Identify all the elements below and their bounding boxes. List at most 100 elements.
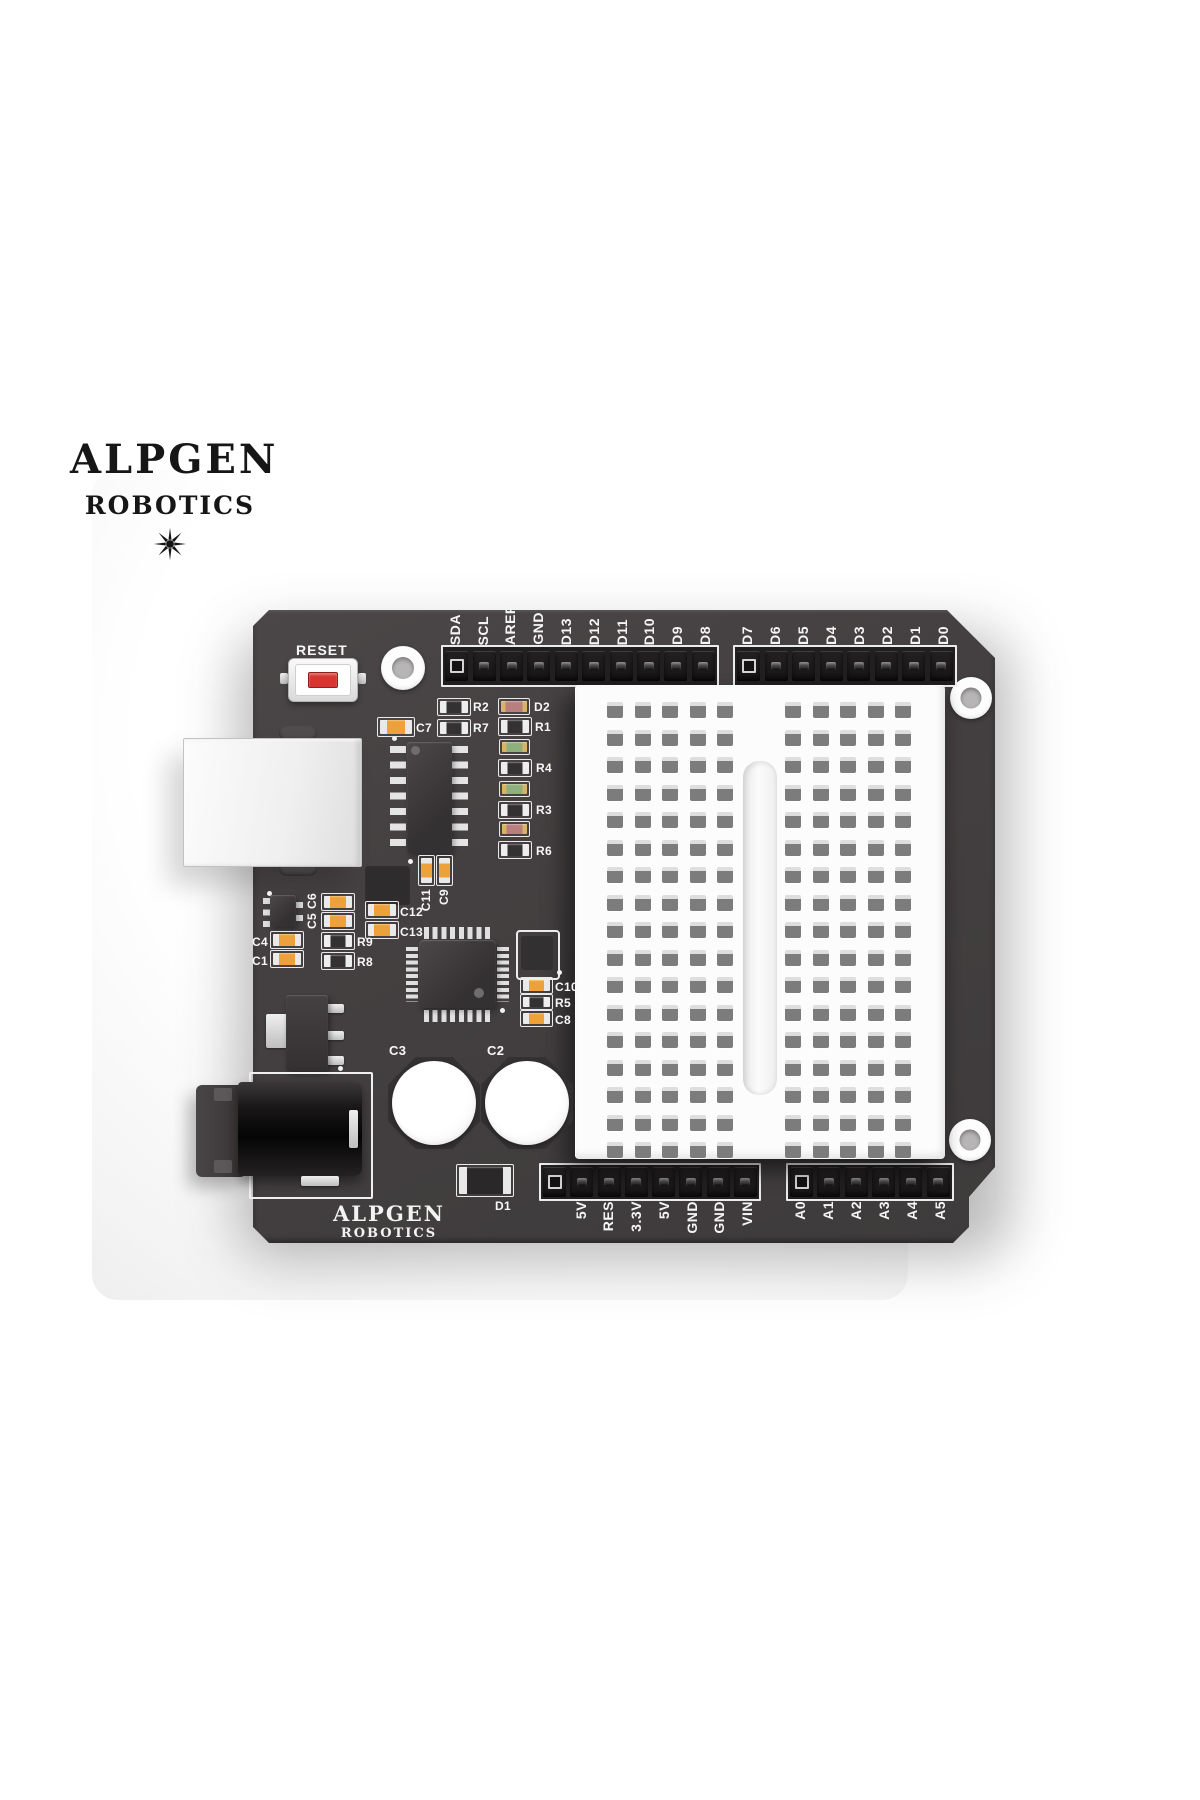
breadboard-hole [717,784,733,801]
header-pin [900,651,928,681]
header-pin-label: D8 [697,626,714,645]
breadboard-hole [895,894,911,911]
breadboard-hole [867,1114,884,1131]
sot23-ic [270,895,296,927]
header-pin [843,1167,870,1197]
header-pin [928,651,956,681]
breadboard-hole [607,1114,623,1131]
breadboard-hole [895,949,911,966]
breadboard-hole [607,812,623,828]
header-pin-label: GND [530,612,547,645]
breadboard-hole [785,839,801,856]
label-c1: C1 [252,954,268,968]
breadboard-hole [634,839,651,856]
breadboard-hole [812,922,829,938]
breadboard-hole [895,1142,911,1158]
resistor-r7 [437,719,471,737]
breadboard-hole [689,894,706,911]
header-pin-label: D13 [558,617,575,645]
breadboard-hole [689,922,706,938]
reset-button [288,658,358,702]
breadboard-hole [717,867,733,883]
barrel-jack-body [238,1082,362,1176]
header-pin-label: 5V [655,1201,672,1220]
breadboard-hole [785,1087,801,1103]
breadboard-hole [662,977,678,993]
breadboard-hole [785,867,801,883]
mounting-hole [381,646,425,690]
breadboard-hole [607,1142,623,1158]
soic-ic-chip [407,742,452,853]
header-pin [580,651,607,681]
breadboard-hole [895,729,911,746]
header-pin-label: A2 [848,1201,864,1220]
qfp-mcu-chip [419,940,496,1008]
breadboard-hole [717,977,733,993]
header-pin [596,1167,623,1197]
header-bottom-right-pins [786,1163,954,1201]
header-bottom-left-pins [539,1163,761,1201]
label-r3: R3 [536,803,552,817]
header-pin [818,651,846,681]
header-top-right-pins [733,645,957,687]
header-pin-label: GND [711,1201,728,1234]
pin1-silk-dot [392,736,397,741]
breadboard-hole [634,729,651,746]
breadboard-hole [662,1004,678,1021]
mounting-hole [950,677,992,719]
label-r9: R9 [357,935,373,949]
breadboard-hole [607,1032,623,1048]
breadboard-hole [689,839,706,856]
breadboard-hole [662,949,678,966]
breadboard-hole [867,757,884,773]
header-pin [815,1167,842,1197]
led-pink [499,821,530,837]
header-pin-label: A3 [876,1201,892,1220]
header-pin [735,651,763,681]
usb-b-connector [183,738,362,867]
breadboard-hole [895,1114,911,1131]
header-pin [650,1167,677,1197]
breadboard-hole [785,784,801,801]
breadboard-hole [662,894,678,911]
capacitor-c9 [436,855,453,886]
breadboard-hole [717,702,733,718]
breadboard-hole [895,977,911,993]
resistor-r9 [321,932,355,950]
jack-notch [214,1160,232,1173]
breadboard-hole [840,839,856,856]
breadboard-hole [867,867,884,883]
label-r2: R2 [473,700,489,714]
breadboard-hole [867,1142,884,1158]
header-pin [925,1167,952,1197]
header-pin-label: A1 [820,1201,836,1220]
breadboard-hole [895,867,911,883]
breadboard-hole [717,729,733,746]
header-pin [635,651,662,681]
breadboard-hole [607,1087,623,1103]
breadboard-hole [840,812,856,828]
breadboard-hole [867,839,884,856]
label-c4: C4 [252,935,268,949]
breadboard-hole [634,949,651,966]
led-green [499,739,530,755]
breadboard-hole [895,757,911,773]
breadboard-hole [634,867,651,883]
label-r1: R1 [535,720,551,734]
breadboard-hole [717,922,733,938]
capacitor-c11 [418,855,435,886]
breadboard-hole [785,1114,801,1131]
qfp-pins-bottom [424,1010,494,1022]
breadboard-hole [634,757,651,773]
breadboard-hole [717,839,733,856]
header-pin [525,651,552,681]
breadboard-hole [840,867,856,883]
breadboard-hole [689,1114,706,1131]
header-pin-label [539,1201,567,1243]
header-pin [870,1167,897,1197]
breadboard-hole [717,812,733,828]
breadboard-hole [634,1087,651,1103]
